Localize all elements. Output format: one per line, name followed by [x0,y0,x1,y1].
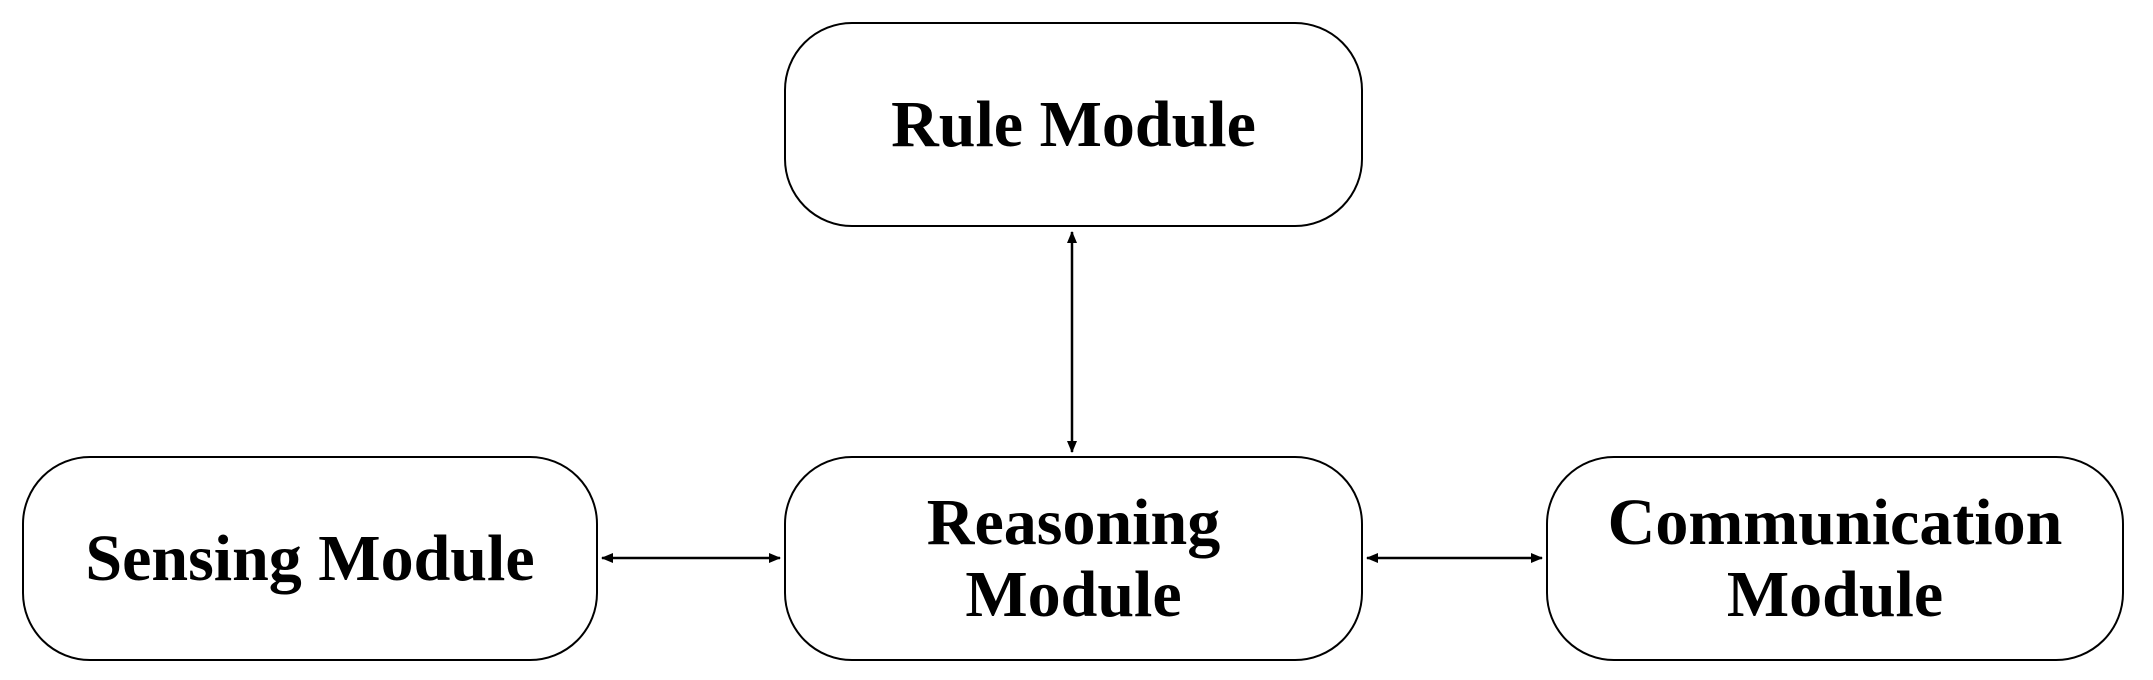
communication-module-label-line-1: Communication [1607,486,2063,560]
reasoning-module-label-line-1: Reasoning [926,486,1221,560]
rule-module-box: Rule Module [784,22,1363,227]
reasoning-module-box: Reasoning Module [784,456,1363,661]
rule-module-label: Rule Module [891,87,1256,161]
sensing-module-box: Sensing Module [22,456,598,661]
communication-module-box: Communication Module [1546,456,2124,661]
sensing-module-label-line: Sensing Module [85,521,535,595]
rule-module-label-line: Rule Module [891,87,1256,161]
communication-module-label: Communication Module [1608,487,2063,630]
reasoning-module-label-line-2: Module [965,557,1182,631]
communication-module-label-line-2: Module [1726,557,1944,631]
reasoning-module-label: Reasoning Module [927,487,1220,630]
sensing-module-label: Sensing Module [85,521,535,595]
